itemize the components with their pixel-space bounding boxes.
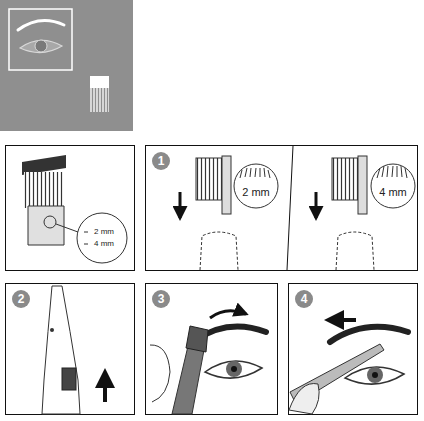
step-3-panel <box>146 284 278 415</box>
dimension-label: 4 mm <box>94 240 114 248</box>
step-2-panel <box>6 284 135 415</box>
comb-panel <box>6 146 135 271</box>
dimension-label: 2 mm <box>94 228 114 236</box>
step-1-panel <box>146 146 418 271</box>
callout-number: 3 <box>158 293 165 305</box>
dimension-label: 2 mm <box>242 187 270 198</box>
callout-number: 2 <box>18 293 25 305</box>
callout-number: 4 <box>301 293 308 305</box>
callout-number: 1 <box>158 155 165 167</box>
step-4-panel <box>289 284 418 415</box>
header-icon <box>0 0 133 131</box>
dimension-label: 4 mm <box>379 187 407 198</box>
